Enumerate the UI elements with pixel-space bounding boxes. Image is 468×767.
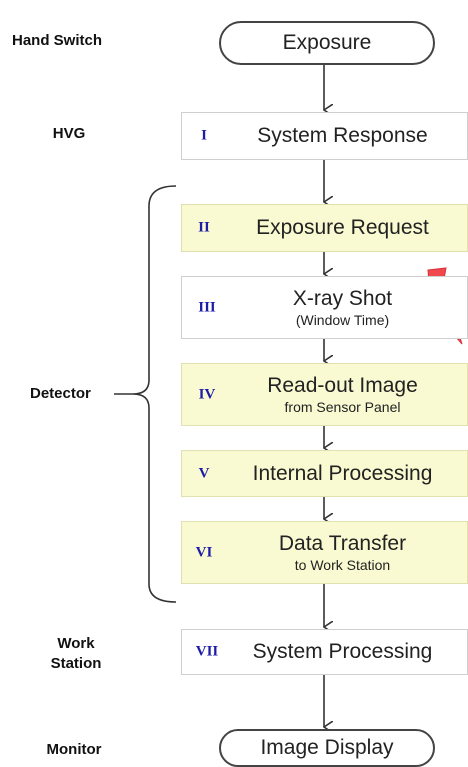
step-numeral: IV (198, 386, 216, 402)
exposure-label: Exposure (282, 31, 372, 54)
step-title: System Processing (252, 640, 433, 663)
step-system-response: I System Response (181, 112, 468, 160)
step-data-transfer: VI Data Transfer to Work Station (181, 521, 468, 584)
step-internal-processing: V Internal Processing (181, 450, 468, 497)
stage-label-work-station-line1: Work (57, 635, 95, 652)
stage-label-hvg: HVG (52, 125, 86, 142)
step-title: Read-out Image (267, 373, 418, 397)
step-title: X-ray Shot (292, 286, 393, 310)
step-numeral: V (198, 465, 210, 481)
image-display-terminal: Image Display (219, 729, 435, 767)
stage-label-work-station-line2: Station (50, 655, 102, 672)
step-title: Internal Processing (252, 461, 433, 485)
step-subtitle: to Work Station (294, 556, 391, 573)
step-system-processing: VII System Processing (181, 629, 468, 675)
step-numeral: VII (195, 643, 219, 660)
step-subtitle: from Sensor Panel (284, 398, 401, 415)
step-title: Data Transfer (278, 531, 407, 555)
step-title: System Response (257, 124, 428, 147)
stage-label-hand-switch: Hand Switch (12, 32, 103, 49)
image-display-label: Image Display (260, 736, 394, 759)
detector-brace (132, 185, 177, 603)
stage-label-monitor: Monitor (46, 741, 102, 758)
step-exposure-request: II Exposure Request (181, 204, 468, 252)
step-readout-image: IV Read-out Image from Sensor Panel (181, 363, 468, 426)
stage-label-work-station: Work Station (36, 634, 116, 674)
step-xray-shot: III X-ray Shot (Window Time) (181, 276, 468, 339)
step-title: Exposure Request (256, 216, 429, 239)
step-subtitle: (Window Time) (295, 311, 390, 328)
step-numeral: III (198, 299, 216, 315)
step-numeral: VI (195, 544, 213, 560)
step-numeral: II (198, 219, 210, 236)
step-numeral: I (201, 127, 207, 144)
stage-label-detector: Detector (30, 385, 91, 402)
exposure-terminal: Exposure (219, 21, 435, 65)
